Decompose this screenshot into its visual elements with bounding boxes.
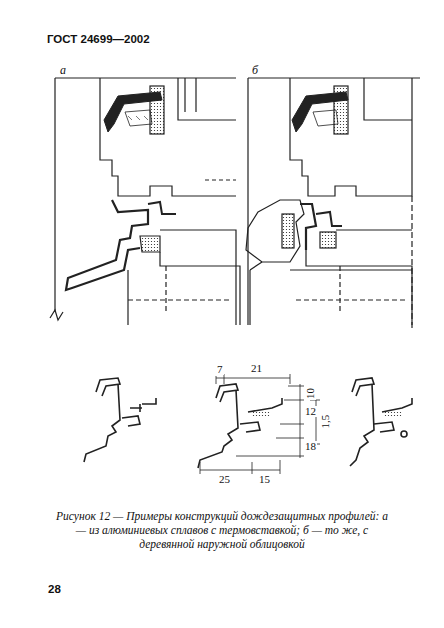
dimension: 18 [304,441,317,452]
dimension: 12 [304,406,317,417]
figure-letter: а [60,64,66,76]
figure-caption: Рисунок 12 — Примеры конструкций дождеза… [52,510,392,551]
figure-b [246,78,420,330]
dimension: 1,5 [320,414,331,430]
dimension: 10 [305,387,316,400]
page-number: 28 [48,584,61,596]
dimension: 21 [250,363,263,374]
figure-a [50,78,240,325]
profile-right [350,378,412,466]
profile-left [84,378,156,462]
dimension-lines [200,374,320,474]
figure-letter: б [252,64,258,76]
dimension: 15 [258,474,271,485]
document-header: ГОСТ 24699—2002 [47,34,150,46]
dimension: 7 [216,364,224,375]
dimension: 25 [218,474,231,485]
profile-middle [198,384,282,468]
